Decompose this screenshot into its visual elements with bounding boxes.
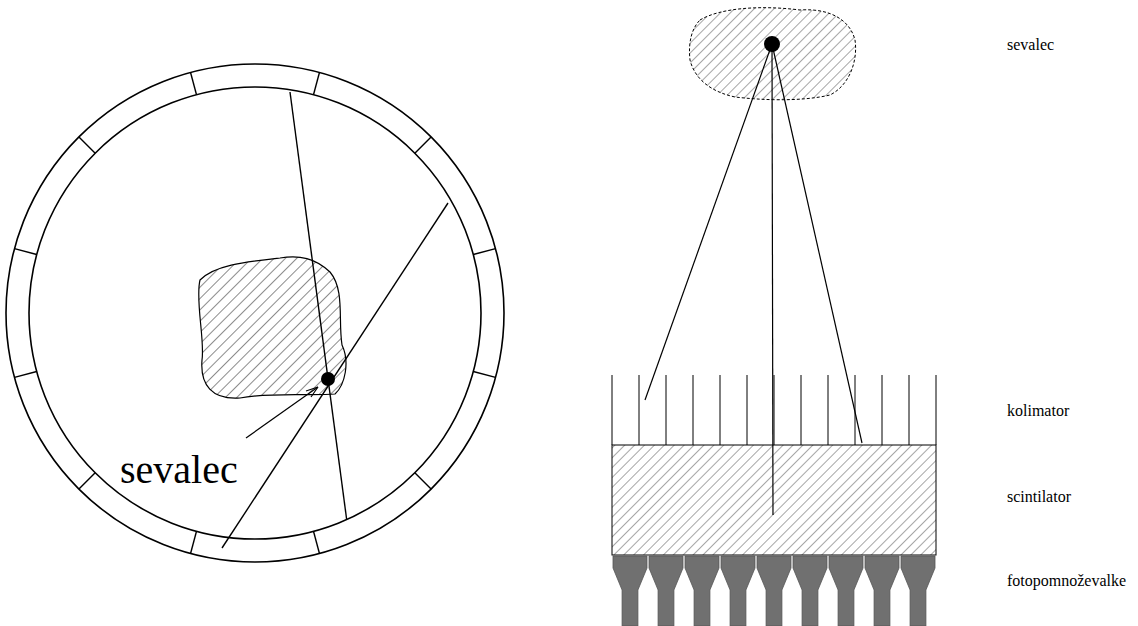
detector-segment — [313, 72, 319, 94]
photomultiplier-tube — [901, 556, 935, 626]
body-region — [199, 257, 346, 398]
collimator-septum — [747, 375, 748, 445]
collimator-septum — [882, 375, 883, 445]
collimator-septum — [828, 375, 829, 445]
photomultiplier-tube — [793, 556, 827, 626]
collimator-septum — [801, 375, 802, 445]
photomultiplier-tube — [721, 556, 755, 626]
detector-segment — [79, 137, 95, 153]
photomultiplier-tube — [685, 556, 719, 626]
source-dot — [321, 372, 335, 386]
line-of-response — [222, 203, 448, 548]
detector-segment — [14, 249, 36, 255]
leader-arrow — [306, 387, 318, 397]
collimator-septum — [639, 375, 640, 445]
detector-segment — [415, 137, 431, 153]
source-dot — [764, 36, 780, 52]
detector-segment — [473, 249, 495, 255]
photomultiplier-tube — [613, 556, 647, 626]
gamma-ray — [772, 44, 773, 515]
detector-segment — [415, 473, 431, 489]
photomultiplier-tube — [865, 556, 899, 626]
collimator — [612, 375, 936, 445]
photomultiplier-tube — [829, 556, 863, 626]
gamma-ray — [645, 44, 772, 400]
collimator-septum — [774, 375, 775, 445]
collimator-septum — [936, 375, 937, 445]
detector-segment — [191, 531, 197, 553]
collimator-septum — [909, 375, 910, 445]
part-label: scintilator — [1007, 489, 1071, 505]
part-label: kolimator — [1007, 403, 1069, 419]
detector-ring — [6, 64, 504, 562]
callout-label: sevalec — [120, 450, 238, 490]
gamma-ray — [772, 44, 862, 443]
detector-segment — [473, 371, 495, 377]
line-of-response — [290, 92, 347, 519]
photomultipliers — [613, 556, 935, 626]
leader-line — [246, 387, 318, 438]
detector-segment — [191, 72, 197, 94]
collimator-septum — [612, 375, 613, 445]
detector-segment — [313, 531, 319, 553]
detector-segment — [79, 473, 95, 489]
photomultiplier-tube — [649, 556, 683, 626]
collimator-septum — [720, 375, 721, 445]
part-label: fotopomnoževalke — [1007, 573, 1126, 589]
scintillator — [612, 445, 936, 555]
photomultiplier-tube — [757, 556, 791, 626]
collimator-septum — [666, 375, 667, 445]
detector-segment — [14, 371, 36, 377]
collimator-septum — [693, 375, 694, 445]
part-label: sevalec — [1007, 37, 1054, 53]
